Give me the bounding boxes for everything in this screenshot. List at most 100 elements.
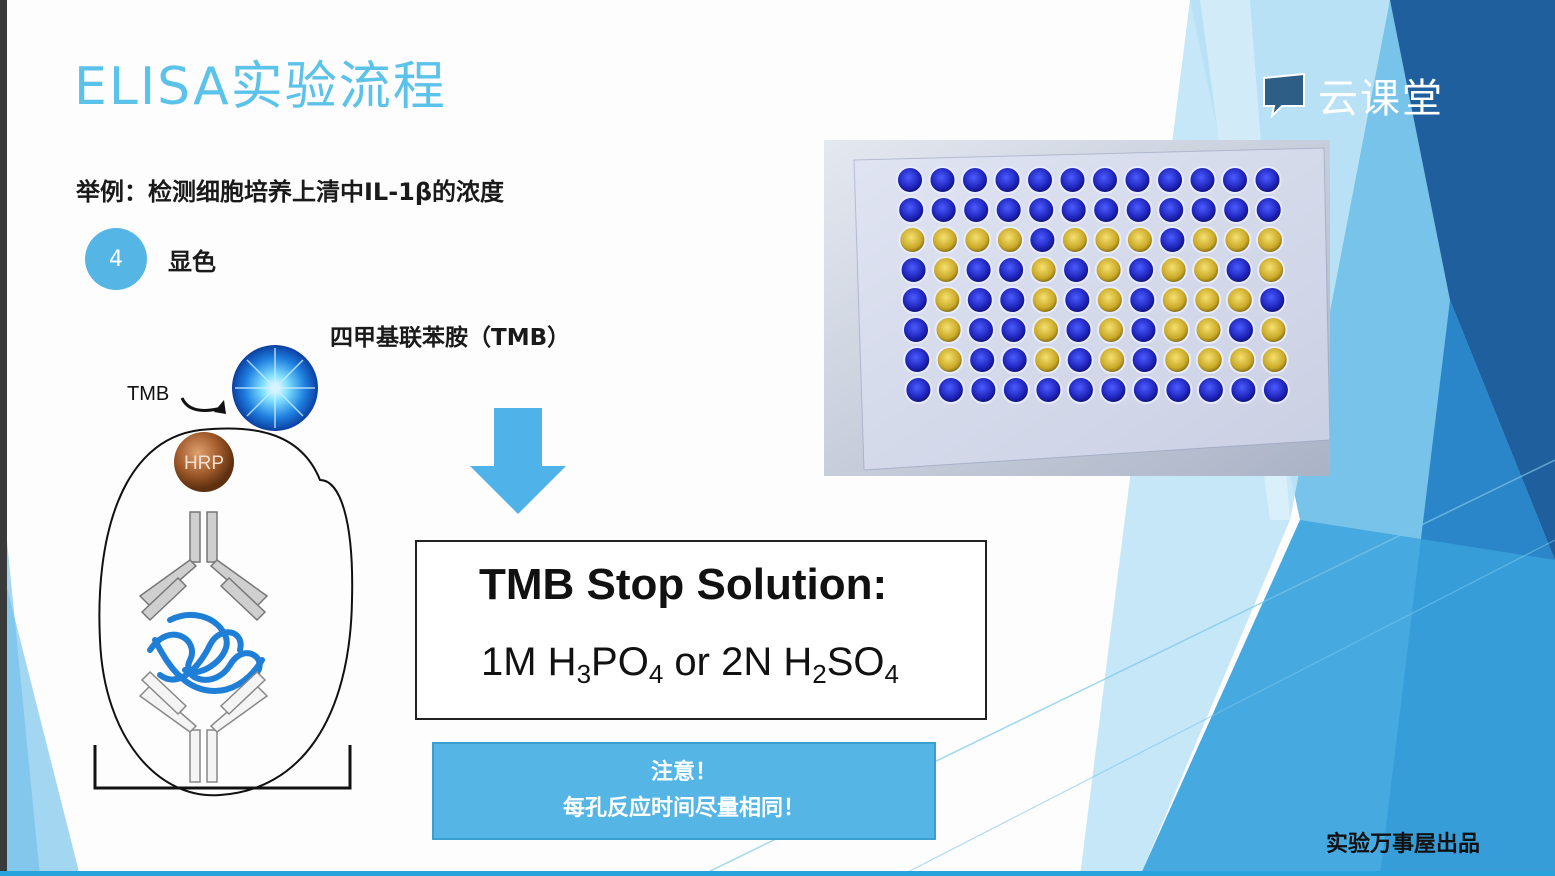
logo: 云课堂 [1260,66,1444,124]
blue-well [1065,346,1094,374]
yellow-well [995,226,1024,254]
blue-well [1027,196,1056,224]
elisa-diagram: TMB HRP [93,345,354,797]
blue-well [903,346,932,374]
yellow-well [1125,226,1154,254]
blue-well [1063,286,1092,314]
blue-well [1222,196,1251,224]
blue-well [1058,166,1087,194]
blue-well [994,196,1023,224]
chat-bubble-icon [1263,72,1305,118]
tmb-label: 四甲基联苯胺（TMB） [330,325,571,351]
antigen-icon [147,612,265,694]
yellow-well [1097,316,1125,344]
blue-well [964,256,993,284]
yellow-well [1060,226,1089,254]
yellow-well [1260,346,1289,374]
blue-well [1034,376,1063,404]
blue-well [1066,376,1095,404]
blue-well [961,166,989,194]
down-arrow-icon [470,408,566,514]
blue-well [962,196,991,224]
note-line-1: 注意！ [650,760,717,785]
yellow-well [1029,256,1058,284]
blue-well [1059,196,1088,224]
yellow-well [1190,226,1219,254]
stop-solution-box: TMB Stop Solution: 1M H3PO4 or 2N H2SO4 [415,540,987,720]
blue-well [1092,196,1121,224]
yellow-well [898,226,927,254]
slide-title: ELISA实验流程 [74,57,447,117]
yellow-well [1032,316,1060,344]
yellow-well [1225,286,1254,314]
yellow-well [1195,346,1224,374]
blue-well [1221,166,1249,194]
yellow-well [1094,256,1123,284]
blue-well [1261,376,1290,404]
blue-well [897,196,926,224]
yellow-well [1160,286,1189,314]
blue-well [1001,376,1030,404]
detection-antibody-icon [138,511,269,622]
yellow-well [963,226,992,254]
blue-well [1130,346,1159,374]
left-edge [0,0,7,876]
blue-well [999,316,1028,344]
blue-well [1158,226,1187,254]
blue-well [936,376,965,404]
yellow-well [932,256,961,284]
yellow-well [1093,226,1122,254]
hrp-text: HRP [184,453,224,474]
blue-well [1099,376,1128,404]
blue-well [900,286,929,314]
blue-well [1129,316,1158,344]
yellow-well [1163,346,1192,374]
elisa-plate-photo [824,140,1330,476]
blue-well [1026,166,1054,194]
yellow-well [1192,256,1221,284]
yellow-well [1193,286,1222,314]
yellow-well [1030,286,1059,314]
blue-well [904,376,933,404]
blue-well [902,316,930,344]
blue-well [928,166,957,194]
blue-well [1091,166,1119,194]
blue-well [1229,376,1258,404]
hand-drawn-circle [98,427,354,797]
note-box: 注意！ 每孔反应时间尽量相同！ [432,742,936,840]
yellow-well [930,226,959,254]
yellow-well [1098,346,1127,374]
blue-well [1128,286,1157,314]
blue-well [1131,376,1160,404]
step-number-badge: 4 [85,228,147,290]
yellow-well [1162,316,1190,344]
tmb-diagram-text: TMB [127,383,169,405]
blue-well [1064,316,1093,344]
note-line-2: 每孔反应时间尽量相同！ [562,796,805,821]
blue-well [1189,196,1218,224]
example-text: 举例：检测细胞培养上清中IL-1β的浓度 [76,178,505,206]
well-icon [93,745,352,790]
blue-well [965,286,994,314]
yellow-well [934,316,963,344]
bottom-bar [0,871,1555,876]
yellow-well [1228,346,1257,374]
blue-well [997,256,1026,284]
credit-text: 实验万事屋出品 [1326,832,1481,857]
blue-well [929,196,958,224]
blue-well [1127,256,1156,284]
blue-well [1123,166,1152,194]
logo-text: 云课堂 [1318,76,1444,122]
plate-image [824,140,1330,476]
yellow-well [1033,346,1062,374]
blue-well [1254,196,1283,224]
blue-well [969,376,998,404]
capture-antibody-icon [138,670,269,783]
blue-well [1062,256,1091,284]
blue-well [1188,166,1217,194]
blue-well [899,256,928,284]
blue-well [1028,226,1057,254]
blue-well [993,166,1022,194]
yellow-well [1159,256,1188,284]
